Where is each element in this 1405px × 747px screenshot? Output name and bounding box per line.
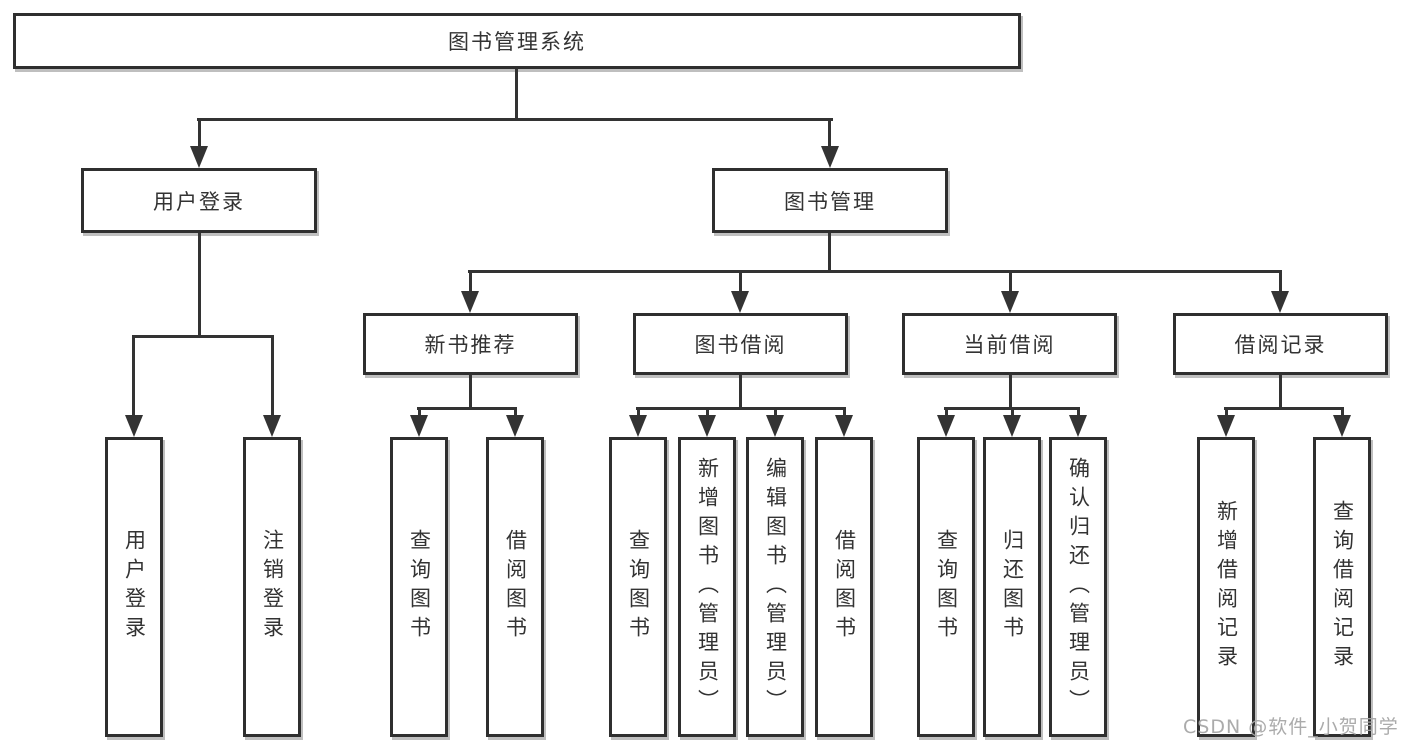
arrowhead-down-icon: [461, 291, 479, 313]
arrowhead-down-icon: [263, 415, 281, 437]
node-borrow-records: 借阅记录: [1173, 313, 1388, 375]
arrowhead-down-icon: [698, 415, 716, 437]
arrowhead-down-icon: [629, 415, 647, 437]
connector-to-new-book: [469, 270, 472, 295]
connector-leaf: [706, 407, 709, 419]
connector-user-login-split: [132, 335, 274, 338]
leaf-label: 用户登录: [122, 529, 147, 645]
leaf-label: 归还图书: [1000, 529, 1025, 645]
leaf-label: 借阅图书: [503, 529, 528, 645]
connector-book-borrow-split: [636, 407, 846, 410]
leaf-label: 新增借阅记录: [1214, 500, 1239, 674]
connector-leaf: [945, 407, 948, 419]
node-leaf-query-borrow-record: 查询借阅记录: [1313, 437, 1371, 737]
leaf-label: 查询图书: [934, 529, 959, 645]
node-leaf-add-borrow-record: 新增借阅记录: [1197, 437, 1255, 737]
csdn-watermark: CSDN @软件_小贺同学: [1183, 716, 1399, 738]
connector-leaf: [1077, 407, 1080, 419]
arrowhead-down-icon: [410, 415, 428, 437]
node-user-login-label: 用户登录: [153, 189, 245, 214]
connector-borrow-records-split: [1224, 407, 1344, 410]
connector-leaf: [514, 407, 517, 419]
connector-leaf: [1341, 407, 1344, 419]
node-leaf-query-books-recommend: 查询图书: [390, 437, 448, 737]
arrowhead-down-icon: [125, 415, 143, 437]
leaf-label: 注销登录: [260, 529, 285, 645]
connector-book-borrow-drop: [739, 375, 742, 410]
node-current-borrow: 当前借阅: [902, 313, 1117, 375]
leaf-label: 查询图书: [626, 529, 651, 645]
connector-book-management-drop: [828, 233, 831, 273]
connector-new-book-split: [417, 407, 517, 410]
leaf-label: 编辑图书（管理员）: [763, 456, 788, 718]
node-new-book-recommend-label: 新书推荐: [424, 333, 517, 357]
connector-to-user-login: [198, 118, 201, 150]
leaf-label: 查询借阅记录: [1330, 500, 1355, 674]
arrowhead-down-icon: [506, 415, 524, 437]
node-leaf-query-books: 查询图书: [609, 437, 667, 737]
node-leaf-query-books-current: 查询图书: [917, 437, 975, 737]
arrowhead-down-icon: [937, 415, 955, 437]
node-user-login: 用户登录: [81, 168, 317, 233]
node-borrow-records-label: 借阅记录: [1234, 333, 1327, 357]
connector-to-leaf-login: [132, 335, 135, 419]
connector-level1-split: [197, 118, 833, 121]
arrowhead-down-icon: [190, 146, 208, 168]
connector-leaf: [1011, 407, 1014, 419]
node-new-book-recommend: 新书推荐: [363, 313, 578, 375]
node-book-management-label: 图书管理: [784, 189, 876, 214]
node-leaf-add-books-admin: 新增图书（管理员）: [678, 437, 736, 737]
node-leaf-confirm-return-admin: 确认归还（管理员）: [1049, 437, 1107, 737]
arrowhead-down-icon: [1217, 415, 1235, 437]
leaf-label: 新增图书（管理员）: [695, 456, 720, 718]
arrowhead-down-icon: [1001, 291, 1019, 313]
node-leaf-return-books: 归还图书: [983, 437, 1041, 737]
connector-to-borrow-records: [1279, 270, 1282, 295]
arrowhead-down-icon: [1069, 415, 1087, 437]
leaf-label: 查询图书: [407, 529, 432, 645]
connector-to-current-borrow: [1009, 270, 1012, 295]
connector-to-leaf-logout: [271, 335, 274, 419]
connector-new-book-drop: [469, 375, 472, 410]
node-book-management: 图书管理: [712, 168, 948, 233]
arrowhead-down-icon: [1271, 291, 1289, 313]
arrowhead-down-icon: [1333, 415, 1351, 437]
leaf-label: 借阅图书: [832, 529, 857, 645]
connector-leaf: [637, 407, 640, 419]
node-leaf-borrow-books-recommend: 借阅图书: [486, 437, 544, 737]
connector-user-login-drop: [198, 233, 201, 335]
connector-to-book-borrow: [739, 270, 742, 295]
node-root-label: 图书管理系统: [448, 30, 586, 54]
node-leaf-borrow-books: 借阅图书: [815, 437, 873, 737]
connector-leaf: [843, 407, 846, 419]
node-book-borrow: 图书借阅: [633, 313, 848, 375]
connector-to-book-management: [828, 118, 831, 150]
connector-leaf: [774, 407, 777, 419]
connector-level2-split: [468, 270, 1282, 273]
node-current-borrow-label: 当前借阅: [963, 333, 1056, 357]
connector-root-drop: [515, 69, 518, 121]
connector-leaf: [418, 407, 421, 419]
arrowhead-down-icon: [821, 146, 839, 168]
node-leaf-logout: 注销登录: [243, 437, 301, 737]
connector-borrow-records-drop: [1279, 375, 1282, 410]
arrowhead-down-icon: [835, 415, 853, 437]
node-root: 图书管理系统: [13, 13, 1021, 69]
node-leaf-user-login: 用户登录: [105, 437, 163, 737]
leaf-label: 确认归还（管理员）: [1066, 456, 1091, 718]
arrowhead-down-icon: [766, 415, 784, 437]
arrowhead-down-icon: [1003, 415, 1021, 437]
connector-leaf: [1225, 407, 1228, 419]
node-book-borrow-label: 图书借阅: [694, 333, 787, 357]
arrowhead-down-icon: [731, 291, 749, 313]
connector-current-borrow-drop: [1009, 375, 1012, 410]
node-leaf-edit-books-admin: 编辑图书（管理员）: [746, 437, 804, 737]
